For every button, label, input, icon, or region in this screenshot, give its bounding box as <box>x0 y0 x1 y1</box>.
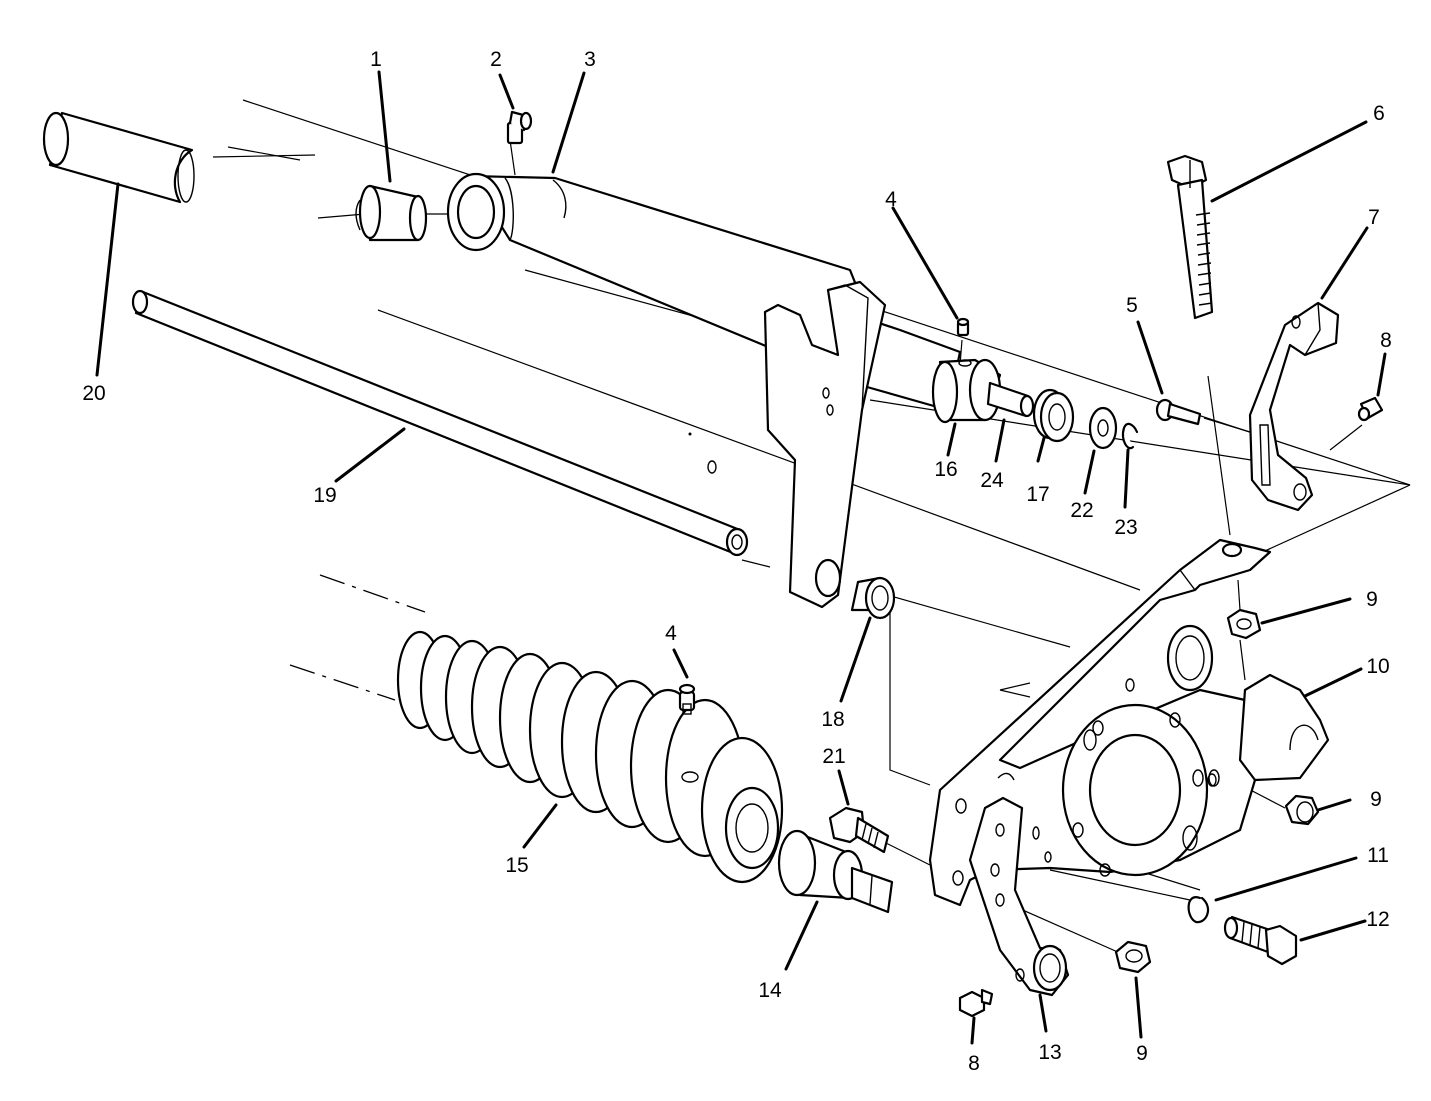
callout-6: 6 <box>1373 102 1385 125</box>
callout-13: 13 <box>1038 1041 1061 1064</box>
lever-part-7 <box>1248 301 1340 512</box>
nut-part-9-right <box>1284 794 1320 826</box>
callout-17: 17 <box>1026 483 1049 506</box>
callout-11: 11 <box>1367 844 1389 867</box>
tube-part-20 <box>42 111 195 204</box>
lock-washer-part-11 <box>1187 896 1210 924</box>
callout-16: 16 <box>934 458 957 481</box>
grease-fitting-part-8-lower <box>958 988 994 1018</box>
callout-8-upper: 8 <box>1380 329 1392 352</box>
rod-part-19 <box>131 289 749 557</box>
callout-23: 23 <box>1114 516 1137 539</box>
grease-fitting-part-4-upper <box>956 317 970 337</box>
bolt-part-21 <box>828 806 890 854</box>
bolt-part-12 <box>1223 915 1298 966</box>
callout-12: 12 <box>1366 908 1389 931</box>
callout-10: 10 <box>1366 655 1389 678</box>
housing-tube-part-3 <box>446 172 962 412</box>
callout-2: 2 <box>490 48 502 71</box>
callout-20: 20 <box>82 382 105 405</box>
callout-3: 3 <box>584 48 596 71</box>
clamp-part-10 <box>1207 673 1330 787</box>
link-arm-part-13 <box>968 772 1070 997</box>
callout-4-upper: 4 <box>885 188 897 211</box>
callout-4-lower: 4 <box>665 622 677 645</box>
callout-9-right: 9 <box>1370 788 1382 811</box>
callout-1: 1 <box>370 48 382 71</box>
grease-fitting-part-4-lower <box>678 683 696 715</box>
yoke-arm <box>763 280 887 609</box>
callout-5: 5 <box>1126 294 1138 317</box>
callout-18: 18 <box>821 708 844 731</box>
nut-part-9-lower <box>1114 940 1152 974</box>
callout-21: 21 <box>822 745 845 768</box>
screw-part-5 <box>1155 398 1202 426</box>
callout-7: 7 <box>1368 206 1380 229</box>
callout-8-lower: 8 <box>968 1052 980 1075</box>
washer-part-22 <box>1088 406 1118 450</box>
bushing-part-18 <box>850 576 896 620</box>
nut-part-9-upper <box>1226 608 1262 640</box>
shaft-part-24 <box>986 381 1035 418</box>
callout-15: 15 <box>505 854 528 877</box>
stub-shaft-part-14 <box>777 829 894 914</box>
callout-19: 19 <box>313 484 336 507</box>
callout-9-lower: 9 <box>1136 1042 1148 1065</box>
callout-9-upper: 9 <box>1366 588 1378 611</box>
callout-14: 14 <box>758 979 782 1002</box>
roller-part-15 <box>396 630 784 884</box>
callout-22: 22 <box>1070 499 1093 522</box>
bolt-part-6 <box>1166 154 1214 320</box>
leader-lines <box>95 70 1387 1045</box>
grease-fitting-part-2 <box>506 110 533 145</box>
reference-lines <box>212 99 1411 954</box>
snap-ring-part-23 <box>1121 422 1139 450</box>
bushing-part-1 <box>355 184 428 242</box>
grease-fitting-part-8-upper <box>1357 396 1384 422</box>
callout-24: 24 <box>980 469 1004 492</box>
callouts: 1 2 3 4 5 6 7 8 20 19 16 24 17 22 23 9 1… <box>82 48 1392 1075</box>
bearing-part-17 <box>1032 388 1075 443</box>
